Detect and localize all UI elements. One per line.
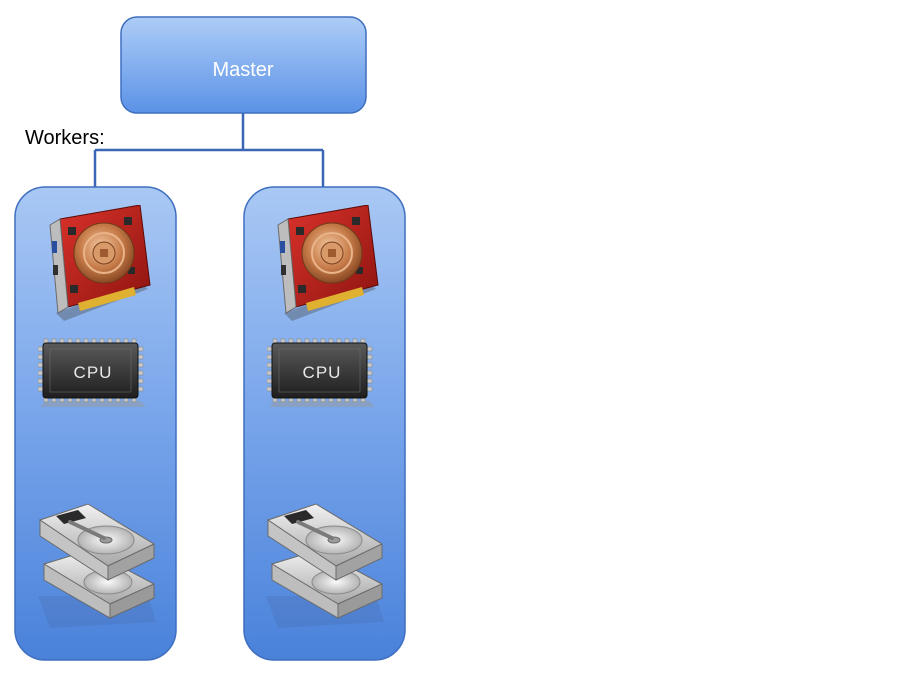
cpu-label: CPU: [303, 363, 342, 382]
workers-label: Workers:: [25, 127, 105, 149]
cpu-label: CPU: [74, 363, 113, 382]
master-node: Master: [120, 16, 367, 114]
master-label: Master: [212, 59, 273, 81]
worker-node-1: CPU: [14, 186, 177, 661]
connector-lines: [93, 113, 325, 187]
worker-node-2: CPU: [243, 186, 406, 661]
